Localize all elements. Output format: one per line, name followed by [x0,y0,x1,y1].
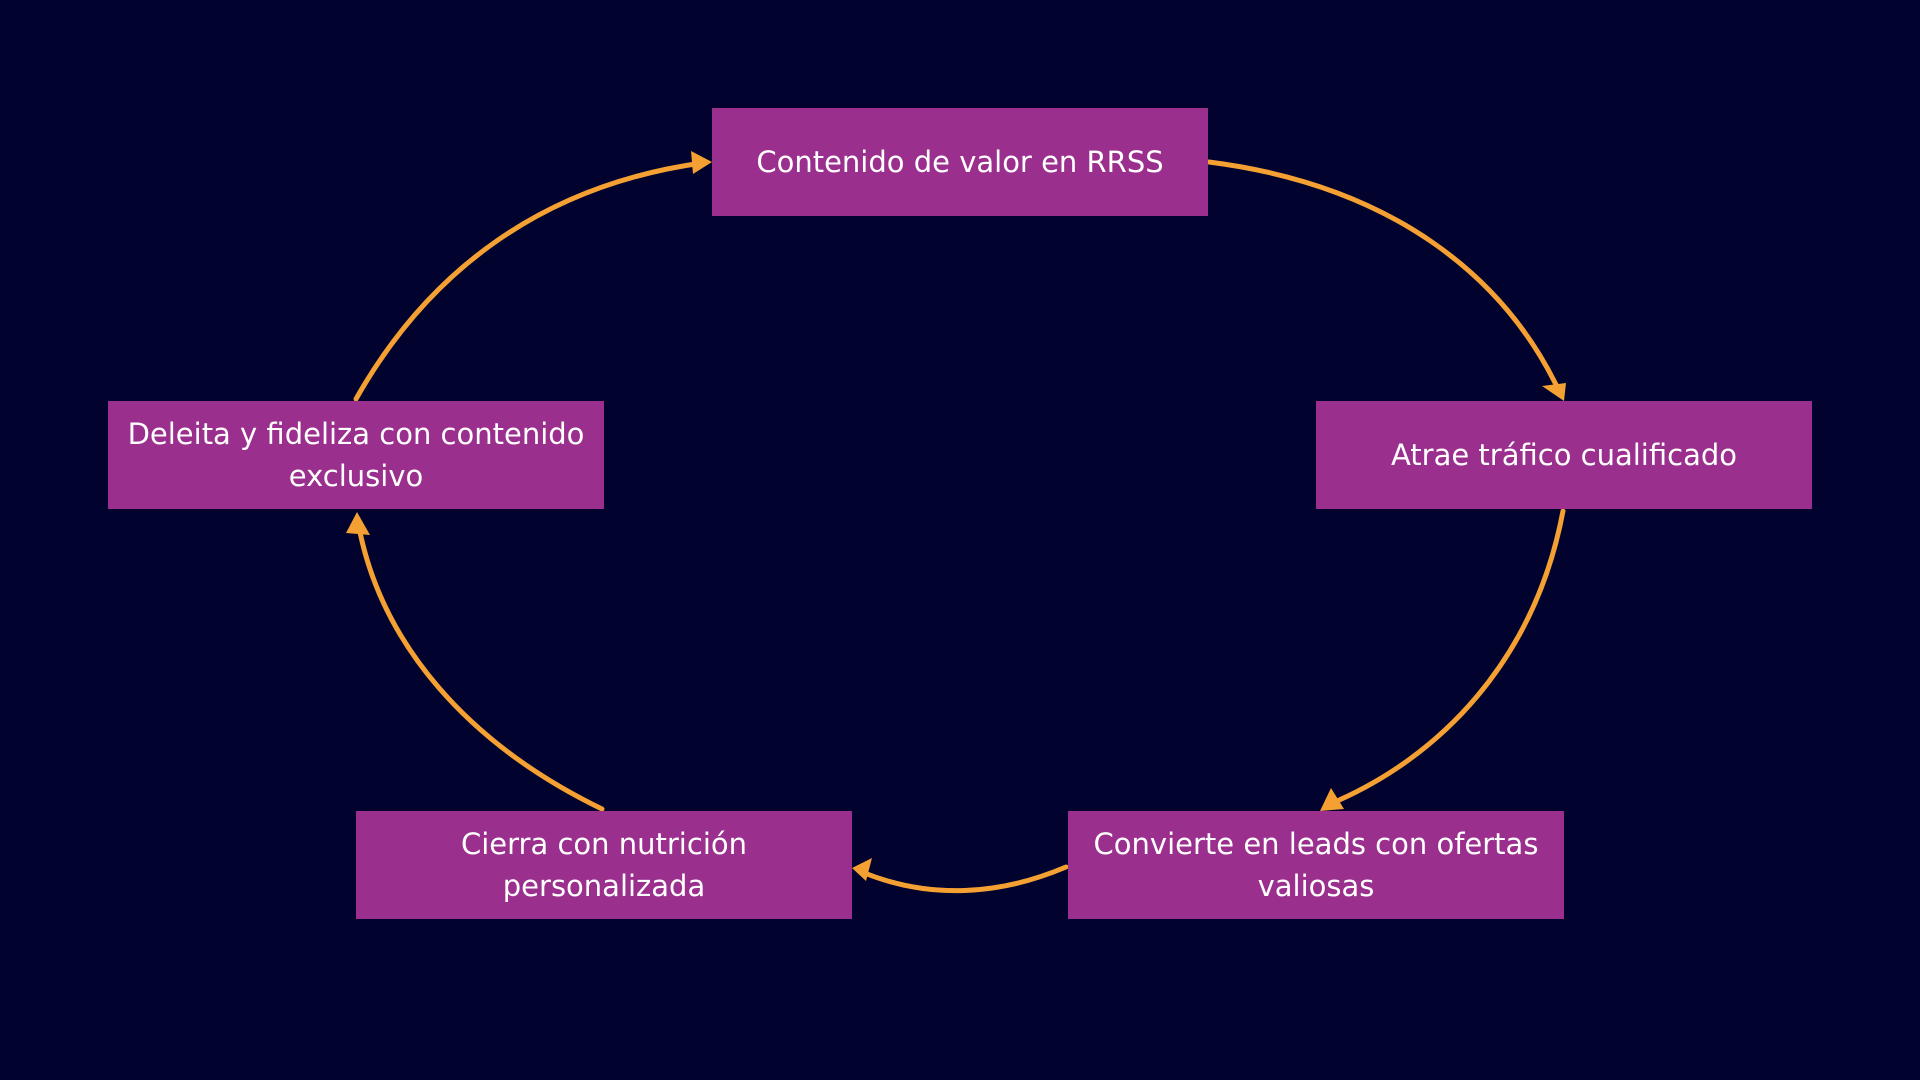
node-label: Deleita y fideliza con contenido exclusi… [127,417,585,493]
arrow-n1-to-n2 [1206,159,1563,396]
arrowhead-n5-to-n1 [691,151,712,174]
node-atrae-trafico: Atrae tráfico cualificado [1316,401,1812,509]
node-label: Cierra con nutrición personalizada [461,827,747,903]
node-contenido-de-valor: Contenido de valor en RRSS [712,108,1208,216]
node-label: Contenido de valor en RRSS [756,145,1164,179]
arrow-n3-to-n4 [859,864,1069,894]
arrowhead-n1-to-n2 [1542,383,1566,401]
node-convierte-en-leads: Convierte en leads con ofertas valiosas [1068,811,1564,919]
node-label: Convierte en leads con ofertas valiosas [1093,827,1539,903]
arrowhead-n2-to-n3 [1320,788,1344,811]
node-deleita-y-fideliza: Deleita y fideliza con contenido exclusi… [108,401,604,509]
node-label: Atrae tráfico cualificado [1390,438,1738,472]
arrowhead-n4-to-n5 [346,512,370,535]
node-cierra-con-nutricion: Cierra con nutrición personalizada [356,811,852,919]
arrowhead-n3-to-n4 [852,858,872,881]
arrow-n4-to-n5 [355,519,605,812]
arrow-n2-to-n3 [1327,508,1566,807]
arrow-n5-to-n1 [353,160,705,402]
